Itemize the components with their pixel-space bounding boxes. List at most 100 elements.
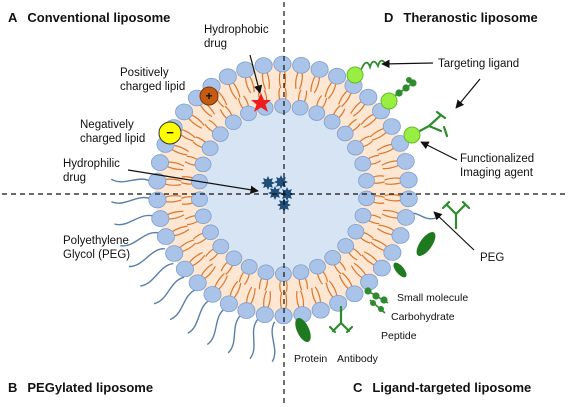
peg-chain [120, 232, 159, 247]
label-peg-short: PEG [480, 252, 505, 264]
peg-chain [249, 319, 259, 360]
peg-chain [153, 276, 185, 305]
lipid-head [240, 105, 257, 122]
peg-chain [114, 214, 154, 226]
lipid-head [201, 140, 219, 157]
lipid-head [218, 68, 237, 86]
lipid-head [345, 285, 364, 303]
lipid-tail [187, 117, 203, 129]
lipid-tail [199, 104, 213, 118]
lipid-head [148, 172, 167, 190]
lipid-head [399, 190, 418, 208]
ligand-protein-blobs [295, 232, 436, 343]
lipid-tail [371, 131, 388, 141]
quadrant-b-letter: B [8, 380, 18, 395]
lipid-head [308, 105, 326, 121]
peg-chain [227, 314, 242, 354]
hydrophobic-drug-star [251, 93, 271, 112]
lipid-head [194, 208, 212, 225]
peg-chain [111, 196, 152, 204]
lipid-head [175, 103, 194, 121]
lipid-head [150, 154, 169, 171]
lipid-head [202, 224, 219, 241]
hydrophilic-drug-molecule [280, 187, 294, 201]
lipid-tail [214, 273, 225, 288]
lipid-tail [266, 71, 270, 90]
lipid-head [328, 67, 347, 85]
lipid-tail [310, 75, 317, 92]
lipid-head [291, 100, 309, 116]
lipid-tail [363, 251, 379, 263]
lipid-tail [352, 103, 366, 117]
lipid-tail [311, 287, 318, 305]
lipid-tail [372, 238, 388, 248]
lipid-tail [299, 290, 305, 308]
arrow-peg [433, 211, 475, 251]
lipid-tail [200, 263, 214, 277]
lipid-tail [284, 291, 288, 310]
lipid-tail [313, 76, 321, 94]
lipid-tail [261, 72, 267, 90]
quadrant-c-letter: C [353, 380, 363, 395]
lipid-tail [229, 280, 239, 297]
lipid-head [274, 98, 292, 114]
peg-chain [206, 307, 226, 346]
ligand-antibody-right [441, 200, 471, 230]
lipid-head [311, 301, 330, 319]
lipid-tail [171, 225, 188, 233]
lipid-tail [217, 275, 228, 291]
quadrant-d-letter: D [384, 10, 394, 25]
lipid-head [236, 61, 255, 79]
lipid-head [336, 125, 354, 142]
lipid-tail [324, 81, 333, 98]
label-peptide: Peptide [381, 330, 417, 342]
peg-chain [110, 178, 152, 183]
hydrophilic-drug-molecule [261, 176, 275, 190]
lipid-tail [341, 92, 352, 107]
peg-chain [169, 288, 197, 321]
lipid-tail [188, 252, 203, 264]
label-protein: Protein [294, 353, 328, 365]
peg-chain [187, 299, 211, 334]
lipid-head [396, 153, 415, 170]
lipid-tail [263, 290, 268, 308]
quadrant-c-text: Ligand-targeted liposome [372, 380, 532, 395]
label-targeting-ligand: Targeting ligand [438, 58, 520, 70]
lipid-tail [216, 90, 228, 106]
lipid-head [337, 238, 355, 254]
lipid-head [292, 56, 311, 74]
negatively-charged-lipid: − [158, 121, 182, 145]
lipid-tail [267, 291, 271, 309]
lipid-tail [249, 288, 256, 305]
lipid-tail [350, 100, 363, 114]
arrow-targeting-ligand-2 [455, 78, 481, 109]
inner-lipid-heads [190, 98, 376, 282]
lipid-head [219, 295, 238, 313]
lipid-head [310, 61, 329, 78]
lipid-tail [341, 272, 353, 288]
outer-lipid-heads [148, 55, 418, 325]
plus-sign: + [205, 89, 212, 103]
quadrant-a-text: Conventional liposome [27, 10, 171, 25]
lipid-tail [338, 89, 349, 105]
lipid-head [399, 171, 418, 189]
targeting-ligand-beads [391, 77, 417, 99]
lipid-head [347, 139, 364, 156]
lipid-head [396, 209, 415, 226]
arrow-hydrophobic-drug [249, 54, 263, 94]
lipid-tail [325, 282, 334, 299]
lipid-tail [178, 239, 195, 249]
lipid-head [225, 250, 243, 266]
lipid-head [372, 259, 391, 277]
lipid-tail [327, 83, 337, 100]
lipid-head [323, 114, 341, 130]
lipid-tail [232, 81, 241, 98]
lipid-head [359, 88, 378, 106]
lipid-tail [338, 274, 350, 290]
lipid-head [354, 207, 372, 224]
lipid-head [191, 191, 208, 207]
lipid-head [255, 306, 274, 324]
